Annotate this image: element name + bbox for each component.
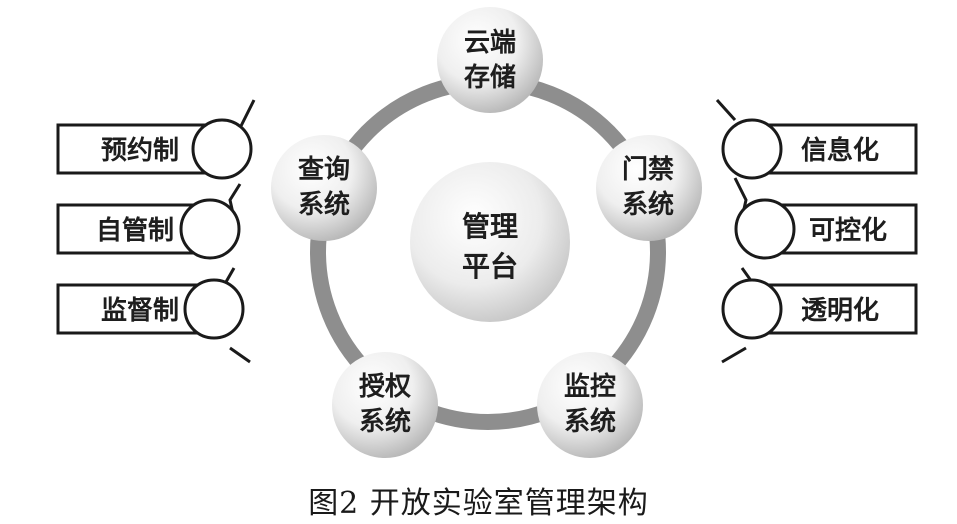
cloud-storage-node: 云端 存储 [437, 7, 543, 113]
query-label-line2: 系统 [298, 189, 350, 220]
left-chain-connector [224, 99, 256, 364]
right-ring-2 [734, 198, 796, 260]
center-label-line1: 管理 [462, 210, 518, 243]
cloud-label-line2: 存储 [464, 62, 516, 93]
query-node: 查询 系统 [271, 135, 377, 241]
center-label-line2: 平台 [462, 250, 518, 283]
center-platform-node: 管理 平台 [410, 162, 570, 322]
right-ring-3 [721, 278, 783, 340]
right-mechanism-group: 信息化 可控化 透明化 [715, 98, 918, 364]
left-mechanism-group: 预约制 自管制 监督制 [56, 99, 256, 364]
left-ring-3 [183, 278, 245, 340]
left-box-3-label: 监督制 [101, 295, 179, 326]
left-box-2-label: 自管制 [96, 215, 174, 246]
cloud-label-line1: 云端 [464, 28, 516, 58]
right-ring-1 [721, 118, 783, 180]
authorization-node: 授权 系统 [332, 352, 438, 458]
left-ring-2 [179, 198, 241, 260]
right-chain-connector [715, 98, 754, 364]
query-label-line1: 查询 [298, 155, 350, 185]
access-label-line1: 门禁 [622, 155, 674, 185]
left-ring-1 [191, 118, 253, 180]
right-box-3-label: 透明化 [801, 296, 879, 326]
right-box-1-label: 信息化 [801, 135, 879, 166]
auth-label-line1: 授权 [359, 372, 411, 402]
figure-caption: 图2 开放实验室管理架构 [308, 486, 649, 521]
left-box-1 [56, 123, 220, 175]
left-box-1-label: 预约制 [101, 135, 179, 166]
access-control-node: 门禁 系统 [596, 135, 702, 241]
monitor-label-line2: 系统 [564, 406, 616, 437]
right-box-2-label: 可控化 [809, 216, 887, 246]
monitoring-node: 监控 系统 [537, 352, 643, 458]
monitor-label-line1: 监控 [564, 372, 616, 402]
auth-label-line2: 系统 [359, 406, 411, 437]
access-label-line2: 系统 [622, 189, 674, 220]
